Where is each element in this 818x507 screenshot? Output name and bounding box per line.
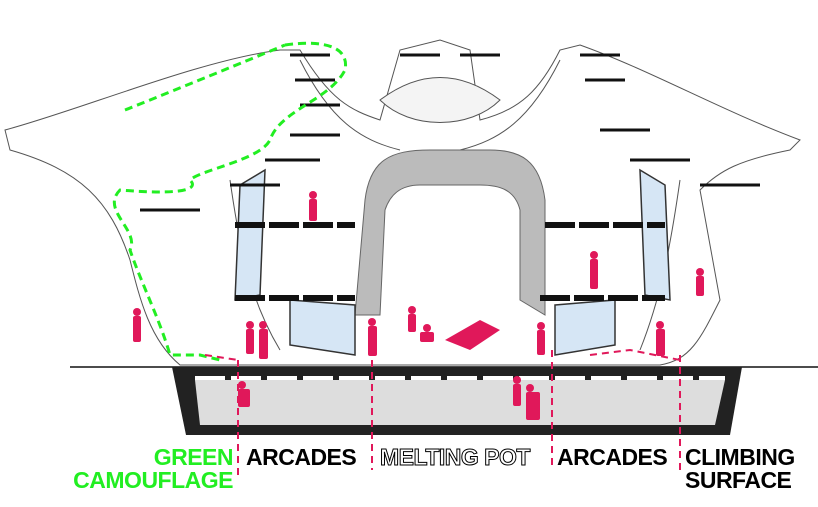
label-green-camouflage-line1: GREEN [153, 444, 234, 470]
person-figure [537, 322, 545, 355]
label-arcades-left: ARCADES [246, 444, 357, 470]
person-figure [590, 251, 598, 289]
label-green-camouflage-line2: CAMOUFLAGE [73, 467, 233, 493]
person-figure [309, 191, 317, 221]
label-arcades-right: ARCADES [557, 444, 668, 470]
person-figure [408, 306, 416, 332]
section-dividers [204, 348, 681, 480]
person-figure [656, 321, 665, 356]
melting-pot-arch [354, 149, 546, 316]
person-figure [696, 268, 704, 296]
glass-facades [234, 168, 671, 356]
person-figure [238, 381, 250, 407]
person-figure [368, 318, 377, 356]
roof-louvres [140, 53, 760, 212]
person-figure [246, 321, 254, 354]
label-climbing-line1: CLIMBING [685, 444, 795, 470]
person-figure [133, 308, 141, 342]
green-camouflage-line [112, 41, 347, 362]
label-melting-pot: MELTING POT [380, 444, 531, 470]
sculpture [445, 320, 500, 350]
building-envelope [4, 39, 801, 366]
person-figure [259, 321, 268, 359]
person-figure [420, 324, 434, 342]
label-climbing-line2: SURFACE [685, 467, 792, 493]
people-figures [133, 191, 704, 420]
floor-slabs [235, 222, 665, 301]
person-figure [513, 376, 521, 406]
person-figure [526, 384, 540, 420]
